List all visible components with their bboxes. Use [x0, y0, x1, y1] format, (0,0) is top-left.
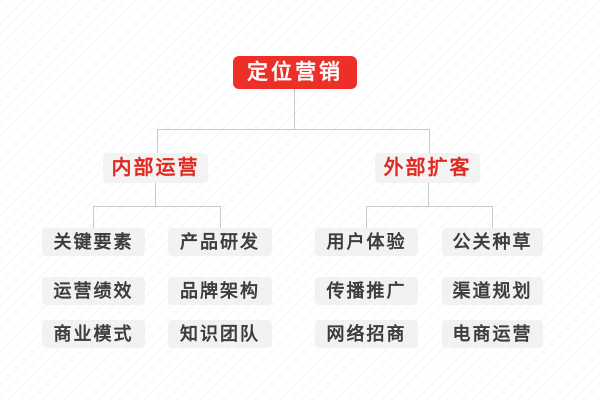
branch-node-internal: 内部运营	[103, 153, 208, 183]
leaf-node: 产品研发	[168, 228, 272, 256]
connector-line	[366, 206, 493, 207]
leaf-node: 知识团队	[168, 320, 272, 348]
connector-line	[429, 129, 430, 153]
connector-line	[93, 206, 221, 207]
leaf-node: 电商运营	[442, 320, 543, 348]
connector-line	[155, 183, 156, 207]
root-node: 定位营销	[233, 56, 357, 89]
connector-line	[93, 206, 94, 228]
connector-line	[157, 129, 158, 153]
leaf-node: 网络招商	[315, 320, 418, 348]
branch-node-external: 外部扩客	[375, 153, 480, 183]
leaf-node: 品牌架构	[168, 277, 272, 305]
connector-line	[366, 206, 367, 228]
leaf-node: 商业模式	[42, 320, 145, 348]
leaf-node: 关键要素	[42, 228, 145, 256]
connector-line	[220, 206, 221, 228]
leaf-node: 运营绩效	[42, 277, 145, 305]
leaf-node: 渠道规划	[442, 277, 543, 305]
leaf-node: 传播推广	[315, 277, 418, 305]
connector-line	[428, 183, 429, 207]
leaf-node: 公关种草	[442, 228, 543, 256]
connector-line	[294, 89, 295, 130]
connector-line	[157, 129, 430, 130]
leaf-node: 用户体验	[315, 228, 418, 256]
connector-line	[492, 206, 493, 228]
